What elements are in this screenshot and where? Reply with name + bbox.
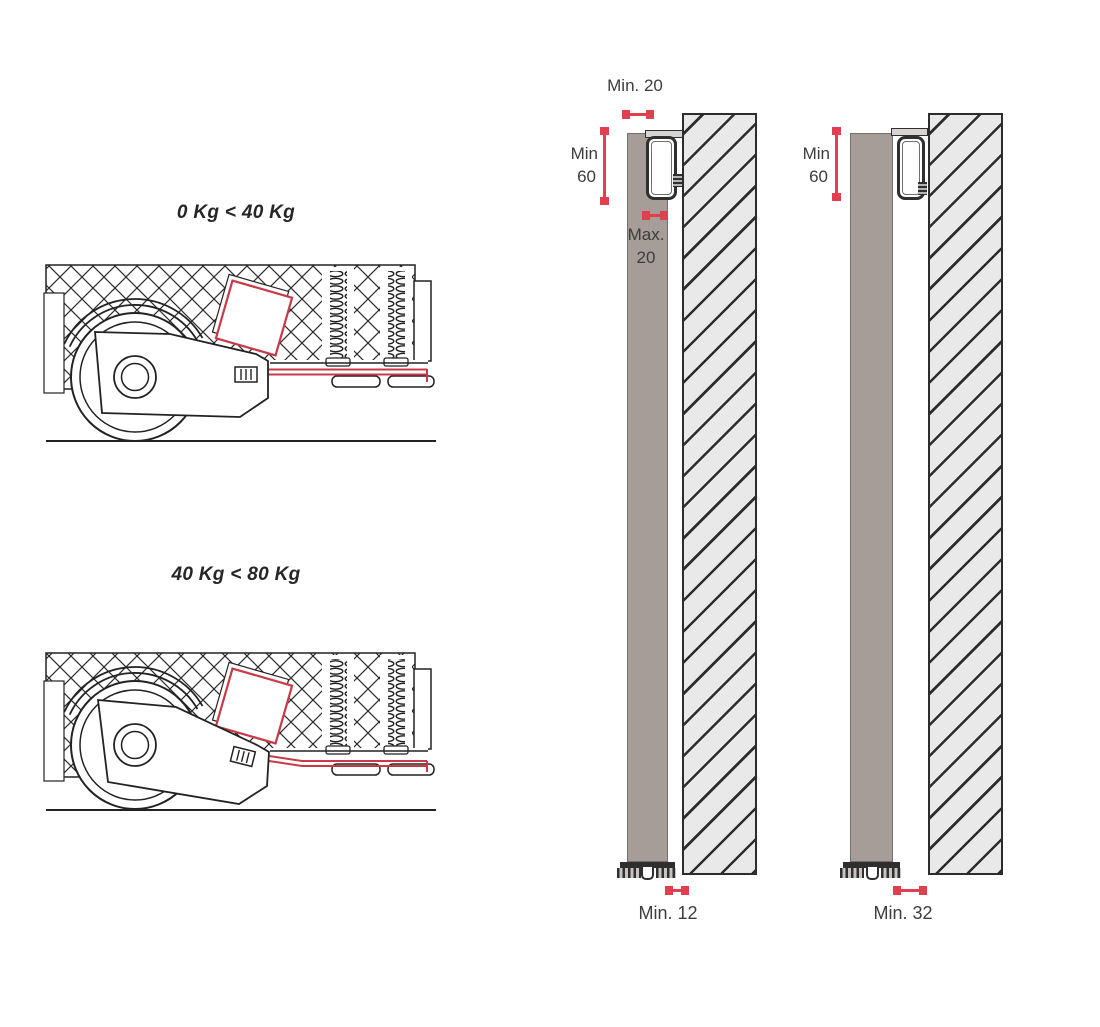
left-jamb [43,680,65,782]
dimension-marker-min-20 [622,110,654,119]
wall-section-1 [682,113,757,875]
spring-1 [330,659,347,747]
right-end-cap [413,668,432,750]
right-end-cap [413,280,432,362]
top-bracket-2 [891,128,928,136]
dimension-marker-max-20 [642,211,668,220]
weight-range-label-0-40: 0 Kg < 40 Kg [176,202,296,223]
floor-guide-left-1 [617,868,641,878]
roller-housing-1 [646,136,677,200]
roller-drawing-40-80 [43,652,436,811]
dim-label-min-60-line1: Min [570,144,598,163]
adjust-grip [234,366,258,383]
rail-dome-2 [387,375,435,388]
door-panel-section-2 [850,133,893,862]
dim-label-min-60-b-line2: 60 [809,167,828,186]
dim-label-min-60-line2: 60 [577,167,596,186]
dim-label-min-32: Min. 32 [873,903,933,923]
roller-drawing-0-40 [43,264,436,442]
left-jamb [43,292,65,394]
bracket-arc [63,666,204,715]
dimension-marker-min-60-b [832,127,841,201]
spring-1 [330,271,347,359]
floor-guide-right-1 [656,868,676,878]
dim-label-min-60-b-line1: Min [802,144,830,163]
hub-inner [120,362,150,392]
red-adjust-square [211,661,294,745]
adjust-grip [229,745,257,768]
spring-foot-2 [383,745,409,755]
spring-2 [388,659,405,747]
dimension-marker-min-12 [665,886,689,895]
fixing-screw-1 [673,174,682,187]
rail-dome-1 [331,375,381,388]
dimension-marker-min-32 [893,886,927,895]
bracket-arc [63,298,204,347]
dim-label-min-12: Min. 12 [638,903,698,923]
red-rail-lines [255,753,428,772]
dim-label-max-20-line2: 20 [636,248,656,267]
floor-guide-right-2 [881,868,901,878]
red-adjust-square [211,273,294,357]
floor-guide-roller-1 [641,865,654,880]
spring-foot-1 [325,357,351,367]
spring-foot-2 [383,357,409,367]
dim-label-min-20: Min. 20 [607,76,663,95]
red-rail-lines [259,368,428,382]
spring-2 [388,271,405,359]
hub-inner [120,730,150,760]
weight-range-label-40-80: 40 Kg < 80 Kg [171,564,301,585]
dimension-marker-min-60 [600,127,609,205]
door-panel-section-1 [627,133,668,862]
floor-guide-roller-2 [866,865,879,880]
floor-guide-left-2 [840,868,864,878]
wall-section-2 [928,113,1003,875]
spring-foot-1 [325,745,351,755]
dim-label-max-20-line1: Max. [627,225,665,244]
fixing-screw-2 [918,182,927,195]
